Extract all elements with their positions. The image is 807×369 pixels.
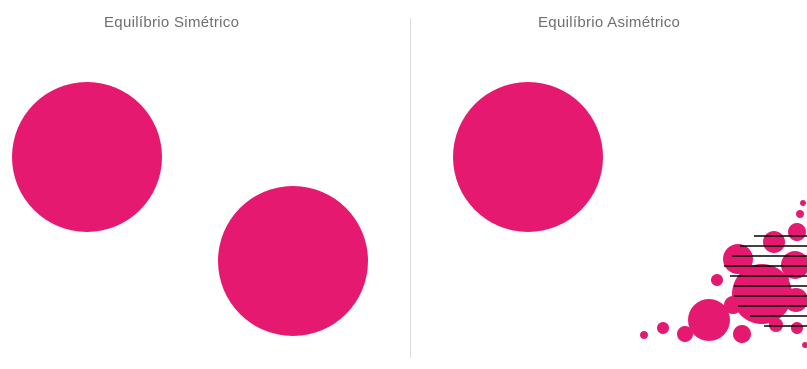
cluster-dot <box>733 325 751 343</box>
asymmetric-panel: Equilíbrio Asimétrico <box>412 0 807 369</box>
cluster-dot <box>796 210 804 218</box>
cluster-dot <box>769 318 783 332</box>
cluster-dot <box>640 331 648 339</box>
cluster-circle-medium <box>763 231 785 253</box>
cluster-circle-large <box>732 264 792 324</box>
symmetric-panel: Equilíbrio Simétrico <box>0 0 410 369</box>
asymmetric-small-circle-cluster <box>412 0 807 369</box>
cluster-circle-medium <box>688 299 730 341</box>
cluster-circle-medium <box>788 223 806 241</box>
symmetric-title: Equilíbrio Simétrico <box>104 14 239 31</box>
cluster-dot <box>800 200 806 206</box>
cluster-circle-medium <box>784 288 807 312</box>
cluster-dot <box>791 322 803 334</box>
symmetric-circle-large-left <box>12 82 162 232</box>
panel-divider <box>410 18 411 358</box>
cluster-dot <box>802 342 807 348</box>
cluster-dot <box>657 322 669 334</box>
symmetric-circle-large-right <box>218 186 368 336</box>
cluster-dot <box>711 274 723 286</box>
